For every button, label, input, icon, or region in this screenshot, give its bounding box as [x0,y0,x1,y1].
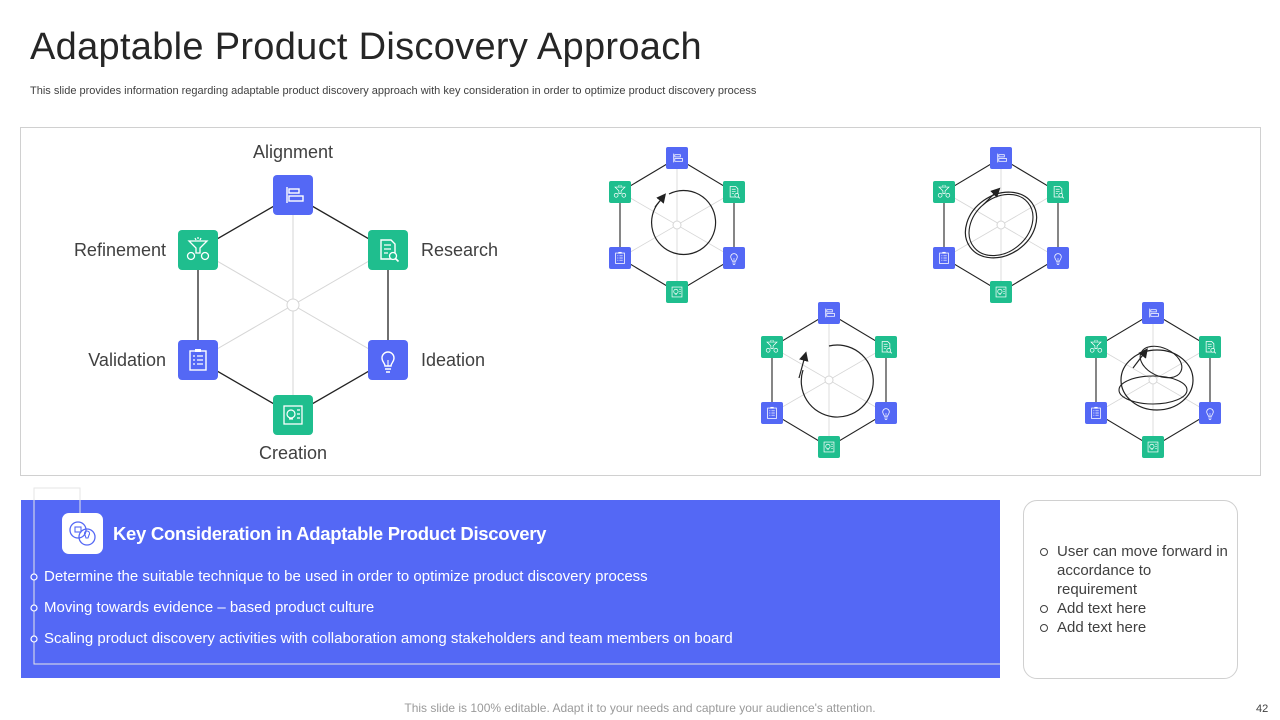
hexagon-diagram-svg: Alignment Research Ideation Creation Val… [74,142,1221,463]
footer-note: This slide is 100% editable. Adapt it to… [404,701,876,715]
side-note-text: Add text here [1057,619,1147,636]
page-subtitle: This slide provides information regardin… [30,85,757,97]
side-notes-card [1023,500,1238,679]
side-note-text: User can move forward in accordance to r… [1057,543,1228,598]
ring-bullet-icon [1040,605,1048,613]
list-item: Add text here [1040,618,1230,637]
considerations-list: Determine the suitable technique to be u… [44,567,733,660]
label-validation: Validation [88,350,166,370]
list-item: Determine the suitable technique to be u… [44,568,648,585]
label-alignment: Alignment [253,142,333,162]
node-alignment [273,175,313,215]
ideas-icon [62,513,103,554]
node-validation [178,340,218,380]
diagram-panel: Alignment Research Ideation Creation Val… [20,127,1261,476]
small-hexagon-loop-arrow [761,302,897,458]
ring-bullet-icon [1040,624,1048,632]
list-item: User can move forward in accordance to r… [1040,542,1230,599]
page-title: Adaptable Product Discovery Approach [30,26,702,68]
list-item: Add text here [1040,599,1230,618]
node-creation [273,395,313,435]
ring-bullet-icon [1040,548,1048,556]
list-item: Moving towards evidence – based product … [44,599,375,616]
small-hexagon-ellipse [933,147,1069,303]
small-hexagon-loop [609,147,745,303]
small-hexagon-spiral [1085,302,1221,458]
label-refinement: Refinement [74,240,166,260]
page-number: 42 [1256,703,1269,715]
main-hexagon: Alignment Research Ideation Creation Val… [74,142,498,463]
label-research: Research [421,240,498,260]
node-research [368,230,408,270]
label-creation: Creation [259,443,327,463]
side-notes-list: User can move forward in accordance to r… [1040,542,1230,637]
considerations-title: Key Consideration in Adaptable Product D… [113,523,547,544]
list-item: Scaling product discovery activities wit… [44,630,733,647]
node-refinement [178,230,218,270]
label-ideation: Ideation [421,350,485,370]
side-note-text: Add text here [1057,600,1147,617]
node-ideation [368,340,408,380]
